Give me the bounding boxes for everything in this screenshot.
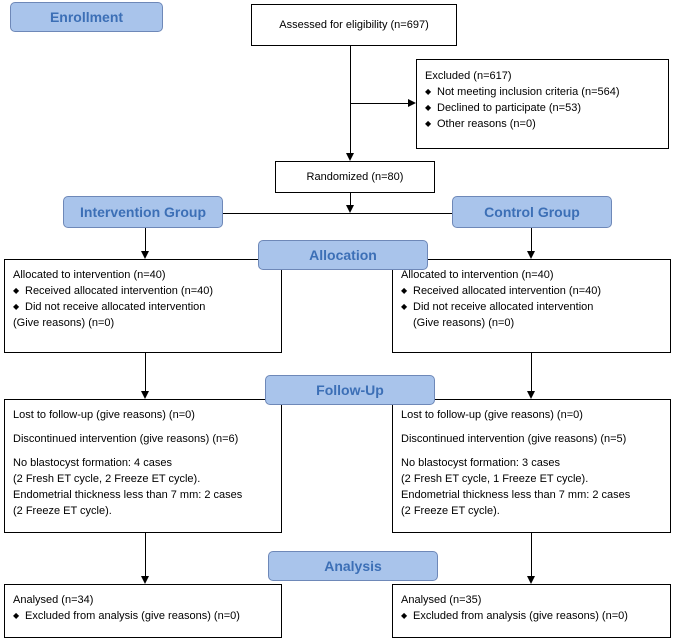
allocation-intervention-box: Allocated to intervention (n=40) ◆Receiv… [4,259,282,353]
arrow-head-icon [527,576,535,584]
followup-no-blastocyst-detail: (2 Fresh ET cycle, 2 Freeze ET cycle). [13,473,201,485]
allocation-item: ◆Received allocated intervention (n=40) [401,285,602,297]
allocation-item: ◆Did not receive allocated intervention [13,301,206,313]
bullet-icon: ◆ [401,611,408,620]
bullet-icon: ◆ [13,611,20,620]
arrow-head-icon [408,99,416,107]
connector-line [223,213,452,214]
analysis-analysed: Analysed (n=34) [13,594,94,606]
followup-lost: Lost to follow-up (give reasons) (n=0) [401,409,583,421]
analysis-analysed: Analysed (n=35) [401,594,482,606]
followup-endometrial-detail: (2 Freeze ET cycle). [401,505,500,517]
bullet-icon: ◆ [13,286,20,295]
bullet-icon: ◆ [13,302,20,311]
excluded-box: Excluded (n=617) ◆Not meeting inclusion … [416,59,669,149]
allocation-control-box: Allocated to intervention (n=40) ◆Receiv… [392,259,671,353]
arrow-head-icon [141,391,149,399]
allocation-title: Allocated to intervention (n=40) [401,269,554,281]
followup-intervention-box: Lost to follow-up (give reasons) (n=0) D… [4,399,282,533]
allocation-title: Allocated to intervention (n=40) [13,269,166,281]
allocation-item: ◆Received allocated intervention (n=40) [13,285,214,297]
followup-endometrial: Endometrial thickness less than 7 mm: 2 … [13,489,243,501]
followup-endometrial: Endometrial thickness less than 7 mm: 2 … [401,489,631,501]
stage-label-allocation: Allocation [258,240,428,270]
allocation-reasons: (Give reasons) (n=0) [413,317,515,329]
arrow-head-icon [527,391,535,399]
arrow-head-icon [141,576,149,584]
connector-line [350,103,408,104]
followup-endometrial-detail: (2 Freeze ET cycle). [13,505,112,517]
followup-discontinued: Discontinued intervention (give reasons)… [401,433,627,445]
followup-no-blastocyst: No blastocyst formation: 4 cases [13,457,172,469]
arrow-head-icon [141,251,149,259]
bullet-icon: ◆ [425,87,432,96]
arrow-head-icon [527,251,535,259]
randomized-box: Randomized (n=80) [275,161,435,193]
intervention-group-label: Intervention Group [63,196,223,228]
excluded-item: ◆Other reasons (n=0) [425,118,536,130]
followup-discontinued: Discontinued intervention (give reasons)… [13,433,239,445]
arrow-head-icon [346,205,354,213]
connector-line [531,533,532,576]
assessed-text: Assessed for eligibility (n=697) [279,19,429,31]
bullet-icon: ◆ [425,119,432,128]
allocation-reasons: (Give reasons) (n=0) [13,317,115,329]
stage-label-follow-up: Follow-Up [265,375,435,405]
analysis-item: ◆Excluded from analysis (give reasons) (… [401,610,628,622]
stage-label-analysis: Analysis [268,551,438,581]
excluded-title: Excluded (n=617) [425,70,512,82]
excluded-item: ◆Not meeting inclusion criteria (n=564) [425,86,620,98]
arrow-head-icon [346,153,354,161]
followup-control-box: Lost to follow-up (give reasons) (n=0) D… [392,399,671,533]
connector-line [145,228,146,251]
connector-line [350,46,351,153]
analysis-control-box: Analysed (n=35) ◆Excluded from analysis … [392,584,671,638]
bullet-icon: ◆ [401,286,408,295]
analysis-intervention-box: Analysed (n=34) ◆Excluded from analysis … [4,584,282,638]
bullet-icon: ◆ [401,302,408,311]
stage-label-enrollment: Enrollment [10,2,163,32]
analysis-item: ◆Excluded from analysis (give reasons) (… [13,610,240,622]
connector-line [145,533,146,576]
connector-line [145,353,146,391]
excluded-item: ◆Declined to participate (n=53) [425,102,581,114]
control-group-label: Control Group [452,196,612,228]
allocation-item: ◆Did not receive allocated intervention [401,301,594,313]
randomized-text: Randomized (n=80) [306,171,404,183]
bullet-icon: ◆ [425,103,432,112]
followup-no-blastocyst-detail: (2 Fresh ET cycle, 1 Freeze ET cycle). [401,473,589,485]
followup-no-blastocyst: No blastocyst formation: 3 cases [401,457,560,469]
connector-line [350,193,351,205]
assessed-box: Assessed for eligibility (n=697) [251,4,457,46]
followup-lost: Lost to follow-up (give reasons) (n=0) [13,409,195,421]
connector-line [531,353,532,391]
connector-line [531,228,532,251]
